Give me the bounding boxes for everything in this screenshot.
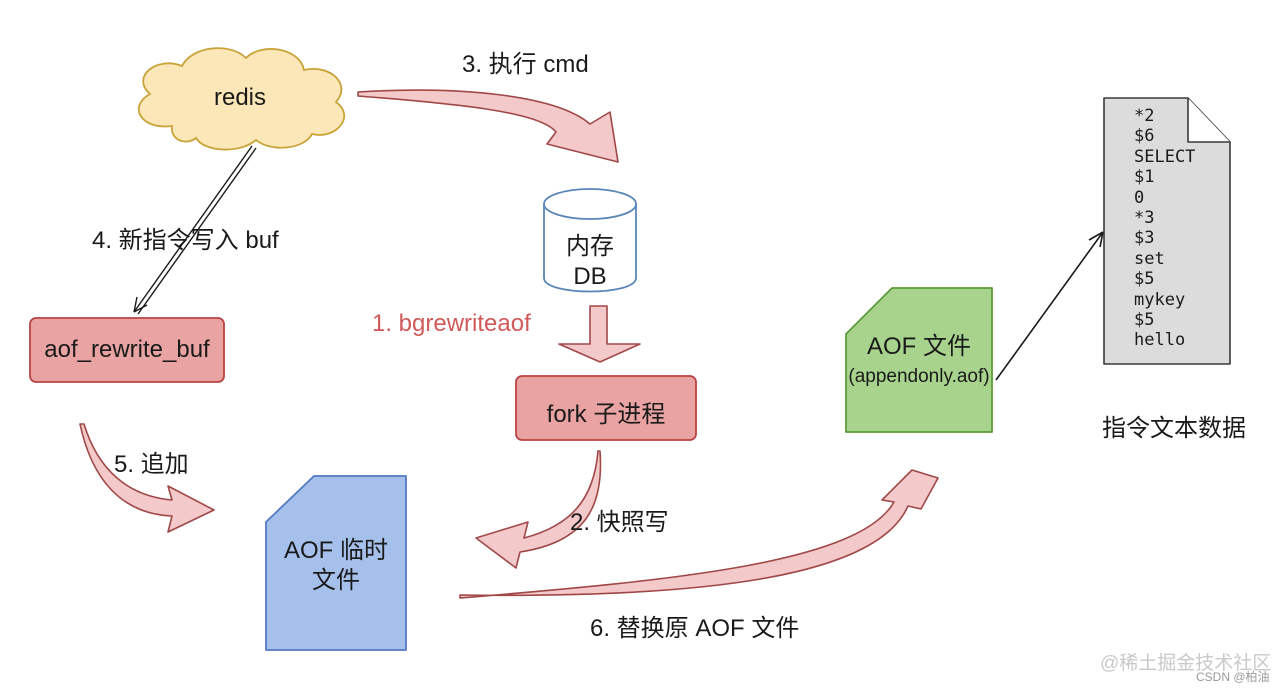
memory-db-label: 内存 DB [544, 232, 636, 292]
arrow-bgrewriteaof [558, 305, 641, 363]
fork-child-box [515, 375, 697, 441]
aof-temp-file-shape [265, 475, 407, 651]
text-data-line: $5 [1134, 269, 1155, 290]
text-data-line: *3 [1134, 207, 1155, 228]
step6-label: 6. 替换原 AOF 文件 [590, 615, 800, 642]
aof-file-label-line2: (appendonly.aof) [848, 366, 990, 387]
text-data-line: $6 [1134, 126, 1155, 147]
aof-rewrite-buf-box [29, 317, 225, 383]
step5-label: 5. 追加 [114, 451, 189, 478]
arrow-snapshot-write [475, 450, 602, 569]
aof-file-label-line1: AOF 文件 [866, 333, 971, 360]
text-data-caption: 指令文本数据 [1102, 415, 1246, 442]
aof-temp-file-label-line1: AOF 临时 [283, 537, 388, 564]
arrow-execute-cmd [357, 89, 619, 163]
memory-db-label-line2: DB [573, 263, 607, 290]
aof-file-shape [845, 287, 993, 433]
text-data-line: SELECT [1134, 146, 1196, 167]
text-data-line: $1 [1134, 167, 1155, 188]
aof-temp-file-label: AOF 临时 文件 [266, 536, 406, 596]
text-data-line: $5 [1134, 309, 1155, 330]
step1-label: 1. bgrewriteaof [372, 310, 531, 337]
arrow-to-text-data [995, 231, 1104, 381]
step2-label: 2. 快照写 [570, 509, 669, 536]
text-data-document [1103, 97, 1231, 365]
memory-db-cylinder [543, 188, 637, 293]
aof-file-label: AOF 文件 (appendonly.aof) [846, 332, 992, 392]
watermark-juejin: @稀土掘金技术社区 [1100, 653, 1272, 674]
redis-label: redis [213, 84, 267, 111]
text-data-line: $3 [1134, 228, 1155, 249]
arrow-new-cmd-to-buf [133, 145, 257, 315]
step4-label: 4. 新指令写入 buf [92, 227, 279, 254]
text-data-lines: *2 $6 SELECT $1 0 *3 $3 set $5 mykey $5 … [1134, 106, 1195, 351]
aof-temp-file-label-line2: 文件 [312, 567, 360, 594]
watermark-csdn: CSDN @柏油 [1196, 670, 1270, 684]
redis-cloud [138, 47, 345, 151]
text-data-line: mykey [1134, 289, 1186, 310]
step3-label: 3. 执行 cmd [462, 51, 589, 78]
fork-child-label: fork 子进程 [546, 401, 666, 428]
arrow-replace-aof [459, 469, 939, 599]
text-data-line: *2 [1134, 106, 1155, 126]
text-data-line: 0 [1134, 187, 1145, 208]
memory-db-label-line1: 内存 [566, 233, 614, 260]
text-data-line: set [1134, 248, 1165, 269]
text-data-line: hello [1134, 330, 1186, 351]
arrow-append [79, 423, 215, 533]
aof-rewrite-buf-label: aof_rewrite_buf [44, 336, 210, 363]
